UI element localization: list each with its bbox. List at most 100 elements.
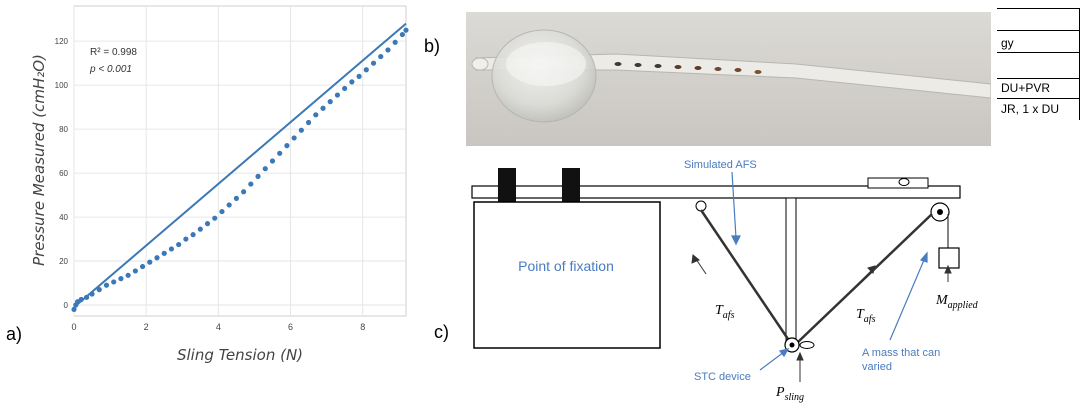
annotation-arrows <box>731 171 928 371</box>
data-point <box>154 255 160 261</box>
data-point <box>327 99 333 105</box>
data-point <box>284 143 290 149</box>
data-point <box>212 215 218 221</box>
data-point <box>233 195 239 201</box>
plot-area <box>73 5 407 317</box>
table-row <box>997 8 1080 9</box>
data-point <box>370 60 377 66</box>
t-afs-right-label: Tafs <box>856 307 876 325</box>
data-point <box>291 135 297 141</box>
table-row <box>997 78 1080 79</box>
catheter-tip <box>471 57 489 71</box>
y-tick-label: 40 <box>59 213 68 222</box>
table-row <box>997 98 1080 99</box>
data-point <box>334 92 341 98</box>
stc-device-label: STC device <box>694 371 751 383</box>
y-tick-label: 60 <box>59 169 68 178</box>
t-afs-left-label: Tafs <box>715 303 735 321</box>
data-point <box>385 47 391 53</box>
applied-mass <box>938 247 960 269</box>
y-axis-label: Pressure Measured (cmH₂O) <box>30 54 48 266</box>
data-point <box>392 39 398 45</box>
fixation-label: Point of fixation <box>518 258 614 274</box>
data-point <box>190 232 196 238</box>
data-point <box>269 158 276 164</box>
y-tick-label: 20 <box>59 257 68 266</box>
x-tick-label: 8 <box>360 322 365 332</box>
table-row <box>997 30 1080 31</box>
panel-label-c: c) <box>434 322 449 342</box>
grid <box>73 6 406 316</box>
table-row <box>997 52 1080 53</box>
y-tick-label: 80 <box>59 125 68 134</box>
data-point <box>305 119 312 126</box>
p-value-annotation: p < 0.001 <box>89 64 132 75</box>
data-point <box>363 67 369 73</box>
data-point <box>147 259 153 265</box>
balloon-highlight <box>506 42 586 86</box>
pulley-right-hub <box>937 209 943 215</box>
catheter-photo <box>466 12 991 146</box>
block-pin <box>898 178 910 186</box>
fit-line <box>73 22 407 308</box>
x-tick-label: 4 <box>216 322 221 332</box>
panel-label-a: a) <box>6 324 23 344</box>
sliding-block <box>867 177 929 189</box>
r-squared-annotation: R² = 0.998 <box>90 47 137 58</box>
tension-arrows <box>691 254 952 382</box>
data-point <box>248 181 254 187</box>
sensor-holes <box>614 62 762 74</box>
fixation-block <box>473 201 661 349</box>
y-tick-label: 120 <box>55 37 69 46</box>
p-sling-label: Psling <box>775 385 804 403</box>
data-point <box>342 85 348 92</box>
mass-note-line2: varied <box>862 361 892 373</box>
data-point <box>378 53 384 60</box>
data-point <box>262 166 268 172</box>
data-point <box>204 221 211 227</box>
data-point <box>241 189 247 195</box>
sling-test-diagram: Point of fixation Simulated AFS STC devi… <box>471 159 979 403</box>
x-tick-label: 0 <box>71 322 76 332</box>
data-point <box>356 73 362 79</box>
data-point <box>399 31 405 38</box>
data-point <box>255 173 261 179</box>
horizontal-beam <box>471 185 961 199</box>
data-point <box>320 105 326 111</box>
data-point <box>103 282 110 288</box>
table-cell-text: DU+PVR <box>1001 81 1051 95</box>
data-point <box>403 27 409 33</box>
data-point <box>111 279 117 285</box>
x-tick-label: 6 <box>288 322 293 332</box>
panel-label-b: b) <box>424 36 441 56</box>
data-point <box>176 241 182 248</box>
data-point <box>118 276 124 282</box>
data-point <box>139 263 146 270</box>
pulley-left <box>695 200 707 212</box>
data-point <box>226 202 232 208</box>
data-point <box>125 272 131 278</box>
sling-left-strand <box>699 209 792 343</box>
mass-note-line1: A mass that can <box>862 347 940 359</box>
data-point <box>71 306 77 313</box>
table-fragment: gy DU+PVR JR, 1 x DU <box>997 8 1080 120</box>
data-point <box>96 287 102 293</box>
data-point <box>219 208 225 215</box>
data-point <box>183 236 189 242</box>
data-point <box>277 150 283 156</box>
vertical-rod <box>785 197 797 345</box>
data-point <box>197 226 203 232</box>
data-point <box>349 79 355 85</box>
data-point <box>132 268 138 274</box>
table-cell-text: JR, 1 x DU <box>1001 102 1060 116</box>
data-point <box>313 112 319 118</box>
y-tick-label: 100 <box>55 81 69 90</box>
stc-device-core <box>789 342 795 348</box>
x-axis-label: Sling Tension (N) <box>177 346 303 364</box>
x-tick-label: 2 <box>144 322 149 332</box>
m-applied-label: Mapplied <box>935 293 979 311</box>
data-point <box>168 246 175 252</box>
data-point <box>161 250 167 256</box>
